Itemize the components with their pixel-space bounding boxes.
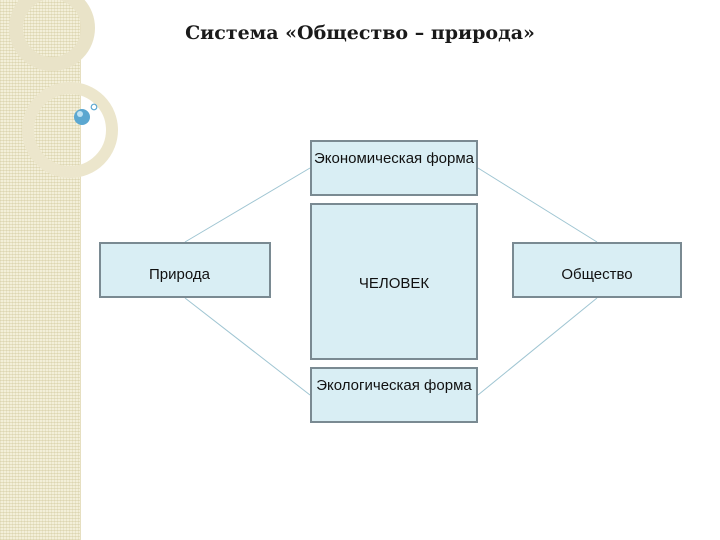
ecological-form-box: Экологическая форма	[310, 367, 478, 423]
page-title: Система «Общество – природа»	[185, 22, 535, 44]
society-box: Общество	[512, 242, 682, 298]
economic-form-box: Экономическая форма	[310, 140, 478, 196]
decorative-circles	[9, 0, 118, 178]
decorative-bubble-highlight	[77, 111, 83, 117]
human-box: ЧЕЛОВЕК	[310, 203, 478, 360]
connector-nature-ecological	[184, 297, 311, 396]
decorative-bubble-small	[90, 103, 98, 111]
connector-ecological-society	[477, 297, 598, 396]
decorative-ring-top	[9, 0, 95, 71]
decorative-ring-bottom	[22, 82, 118, 178]
connector-nature-economic	[184, 167, 311, 243]
connector-economic-society	[477, 167, 598, 243]
nature-box: Природа	[99, 242, 271, 298]
